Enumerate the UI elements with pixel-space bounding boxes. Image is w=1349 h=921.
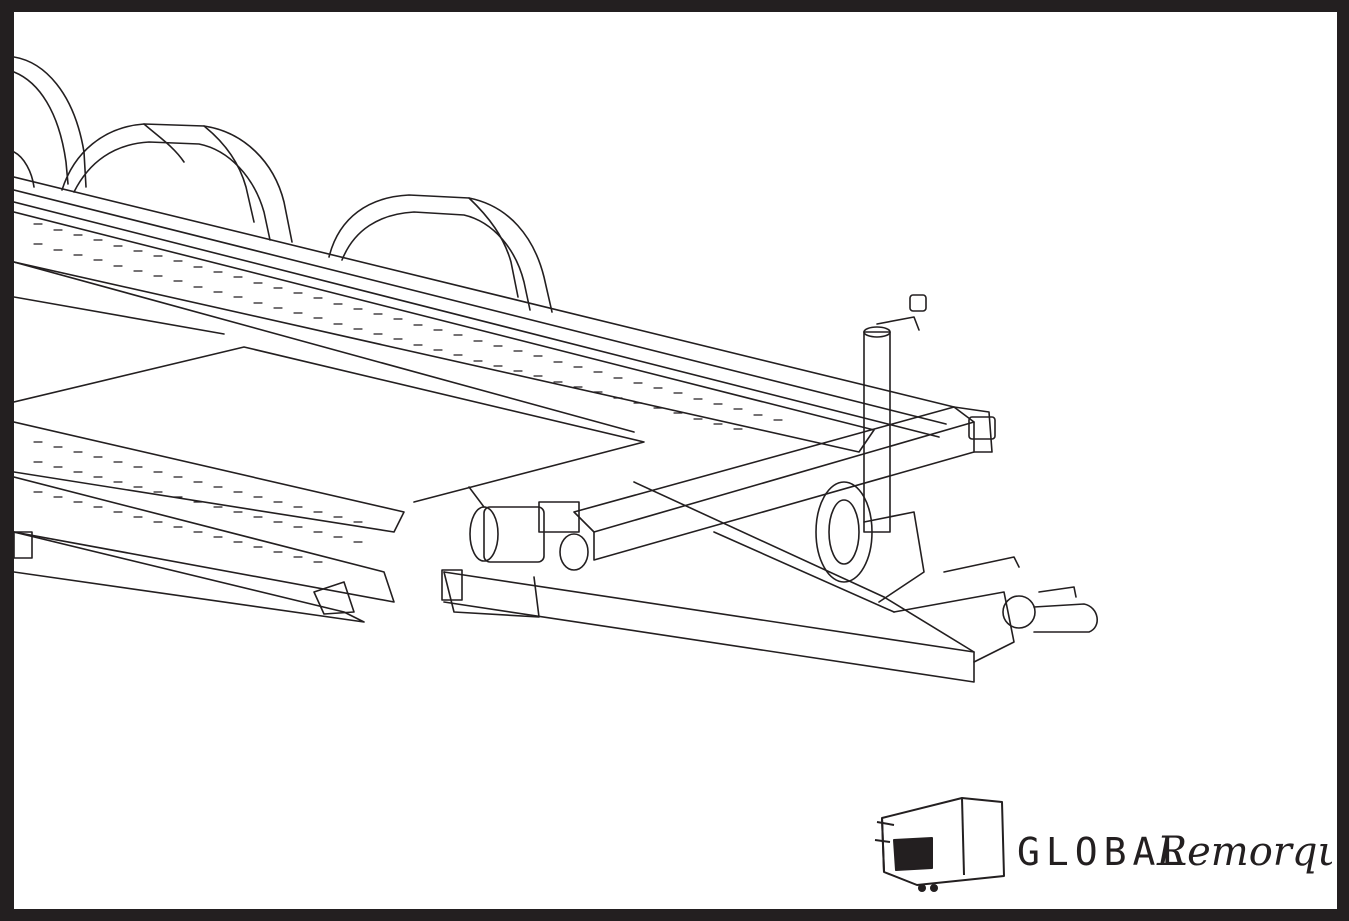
rear-lamp-block — [14, 416, 996, 601]
upper-deck-plate — [14, 211, 875, 453]
front-cross-beam — [573, 406, 993, 561]
logo-text-primary: GLOBAL — [1017, 830, 1190, 874]
center-floor — [14, 296, 645, 503]
deck-perforations — [33, 223, 783, 563]
drawbar-a-frame — [443, 481, 975, 683]
middle-fender — [61, 123, 293, 243]
front-fender — [328, 194, 553, 313]
brand-logo: GLOBAL Remorques — [874, 797, 1332, 892]
rear-fender-left — [14, 56, 87, 188]
hitch-coupling — [893, 556, 1098, 663]
logo-text-secondary: Remorques — [1156, 829, 1332, 875]
winch-assembly — [468, 486, 589, 571]
car-trailer-line-drawing — [14, 56, 1098, 683]
lower-deck-plate — [14, 421, 405, 623]
upper-side-rail — [14, 176, 955, 438]
jockey-wheel-assembly — [815, 294, 927, 603]
trailer-box-icon — [874, 797, 1005, 892]
